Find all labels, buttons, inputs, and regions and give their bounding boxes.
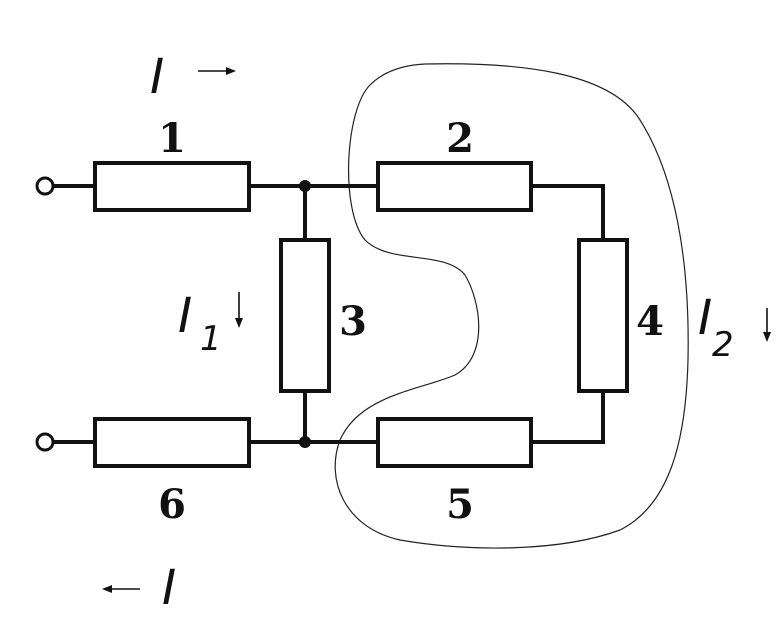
current-i2-subscript: 2	[712, 325, 734, 365]
terminal-bottom	[35, 432, 55, 452]
junction-top	[299, 180, 311, 192]
arrow-down-icon	[763, 308, 771, 342]
resistor-1-label: 1	[158, 115, 186, 162]
current-return-label: I	[162, 560, 176, 616]
current-i2-letter: I	[698, 290, 712, 346]
current-total-label: I	[150, 49, 164, 105]
resistor-1	[93, 161, 251, 212]
arrow-right-icon	[198, 67, 236, 75]
junction-bottom	[299, 436, 311, 448]
resistor-6	[93, 417, 251, 468]
resistor-6-label: 6	[158, 481, 186, 528]
arrow-left-icon	[102, 585, 140, 593]
wires	[45, 184, 605, 444]
resistor-3-label: 3	[339, 298, 367, 345]
contour-loop	[334, 63, 689, 549]
current-i1-subscript: 1	[200, 319, 222, 359]
wire-bottom-right	[529, 389, 605, 444]
current-i1-letter: I	[178, 288, 192, 344]
resistor-4-label: 4	[636, 298, 664, 345]
resistor-2	[376, 161, 533, 212]
wire-top-right	[529, 184, 605, 242]
arrow-down-icon	[235, 292, 243, 328]
terminal-top	[35, 176, 55, 196]
resistor-4	[577, 238, 629, 393]
resistor-3	[279, 238, 331, 393]
resistor-5-label: 5	[446, 481, 474, 528]
resistor-5	[376, 417, 533, 468]
resistor-2-label: 2	[446, 115, 474, 162]
